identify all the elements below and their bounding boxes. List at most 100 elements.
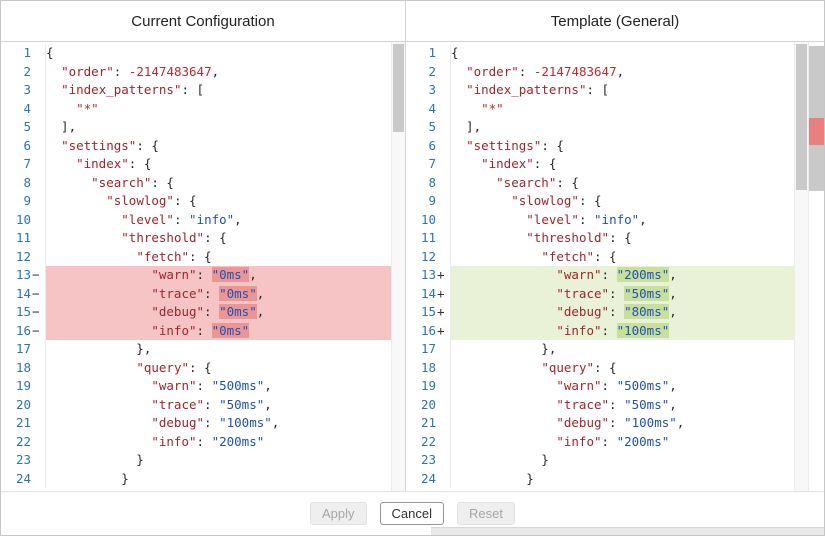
line-number: 6 — [428, 137, 436, 153]
line-number: 4 — [23, 100, 31, 116]
code-text: }, — [451, 341, 557, 356]
line-number: 9 — [428, 193, 436, 208]
apply-button[interactable]: Apply — [310, 502, 367, 525]
code-text: "trace": "50ms", — [556, 396, 677, 412]
line-number: 23 — [15, 452, 31, 467]
code-line: 20 "trace": "50ms", — [1, 395, 391, 414]
line-number: 3 — [23, 82, 31, 97]
code-text: "search": { — [91, 174, 174, 190]
line-number: 17 — [420, 341, 436, 356]
code-text: "trace": "50ms", — [451, 284, 794, 303]
diff-marker — [31, 377, 46, 396]
left-editor-scrollbar[interactable] — [391, 42, 405, 491]
code-line: 9 "slowlog": { — [406, 192, 794, 211]
code-text: "settings": { — [466, 137, 564, 153]
right-editor[interactable]: 1{2 "order": -2147483647,3 "index_patter… — [406, 42, 824, 491]
diff-marker: − — [31, 284, 46, 303]
code-text: "trace": "50ms", — [151, 396, 272, 412]
line-number: 11 — [420, 230, 436, 245]
line-number: 18 — [420, 359, 436, 375]
code-text: "*" — [481, 100, 504, 116]
code-text: ], — [451, 119, 482, 134]
page-horizontal-scrollbar[interactable] — [431, 527, 824, 535]
diff-marker — [436, 81, 451, 100]
code-text: "info": "200ms" — [151, 433, 265, 449]
line-number: 3 — [428, 82, 436, 97]
code-line: 2 "order": -2147483647, — [406, 62, 794, 81]
code-text: } — [451, 452, 549, 467]
diff-marker — [31, 229, 46, 248]
cancel-button[interactable]: Cancel — [379, 502, 445, 525]
code-line: 17 }, — [1, 340, 391, 359]
code-text: "debug": "80ms", — [451, 303, 794, 322]
code-text: "index_patterns": [ — [466, 82, 610, 97]
code-line: 23 } — [1, 451, 391, 470]
diff-marker — [31, 192, 46, 211]
diff-marker: + — [436, 321, 451, 340]
line-number: 21 — [15, 415, 31, 430]
code-line: 6 "settings": { — [406, 136, 794, 155]
diff-marker — [436, 44, 451, 63]
line-number: 22 — [15, 433, 31, 449]
diff-marker — [31, 173, 46, 192]
line-number: 8 — [23, 174, 31, 190]
left-editor-lines: 1{2 "order": -2147483647,3 "index_patter… — [1, 44, 391, 488]
diff-marker — [436, 247, 451, 266]
line-number: 13 — [420, 267, 436, 282]
ruler-diff-mark — [809, 118, 824, 145]
diff-marker — [31, 155, 46, 174]
code-text: "fetch": { — [136, 248, 212, 264]
code-line: 19 "warn": "500ms", — [406, 377, 794, 396]
diff-marker — [31, 62, 46, 81]
left-panel-title: Current Configuration — [131, 12, 275, 30]
line-number: 10 — [420, 211, 436, 227]
line-number: 14 — [420, 285, 436, 301]
code-text: "settings": { — [61, 137, 159, 153]
code-line: 1{ — [1, 44, 391, 63]
code-line: 24 } — [406, 469, 794, 488]
code-line: 13− "warn": "0ms", — [1, 266, 391, 285]
code-line: 15− "debug": "0ms", — [1, 303, 391, 322]
code-text: ], — [46, 119, 77, 134]
diff-marker — [436, 358, 451, 377]
code-text: "debug": "100ms", — [556, 415, 685, 430]
line-number: 11 — [15, 230, 31, 245]
code-text: "trace": "0ms", — [46, 284, 391, 303]
line-number: 19 — [15, 378, 31, 393]
diff-marker — [436, 451, 451, 470]
code-text: "warn": "200ms", — [451, 266, 794, 285]
diff-marker: + — [436, 303, 451, 322]
line-number: 24 — [420, 470, 436, 486]
diff-marker: − — [31, 303, 46, 322]
code-line: 17 }, — [406, 340, 794, 359]
code-line: 3 "index_patterns": [ — [1, 81, 391, 100]
code-line: 5 ], — [1, 118, 391, 137]
line-number: 12 — [420, 248, 436, 264]
right-editor-lines: 1{2 "order": -2147483647,3 "index_patter… — [406, 44, 794, 488]
line-number: 17 — [15, 341, 31, 356]
line-number: 23 — [420, 452, 436, 467]
line-number: 2 — [23, 63, 31, 79]
line-number: 16 — [420, 322, 436, 338]
code-line: 10 "level": "info", — [1, 210, 391, 229]
code-line: 21 "debug": "100ms", — [406, 414, 794, 433]
left-editor[interactable]: 1{2 "order": -2147483647,3 "index_patter… — [1, 42, 406, 491]
code-text: "search": { — [496, 174, 579, 190]
code-line: 13+ "warn": "200ms", — [406, 266, 794, 285]
diff-marker — [31, 99, 46, 118]
right-editor-scrollbar[interactable] — [794, 42, 808, 491]
left-editor-scrollbar-thumb[interactable] — [393, 44, 404, 132]
right-editor-scrollbar-thumb[interactable] — [796, 44, 807, 190]
reset-button[interactable]: Reset — [457, 502, 515, 525]
diff-marker — [436, 340, 451, 359]
code-line: 7 "index": { — [406, 155, 794, 174]
code-text: "fetch": { — [541, 248, 617, 264]
code-line: 16+ "info": "100ms" — [406, 321, 794, 340]
code-line: 16− "info": "0ms" — [1, 321, 391, 340]
code-text: "query": { — [541, 359, 617, 375]
line-number: 15 — [15, 304, 31, 319]
code-text: "warn": "0ms", — [46, 266, 391, 285]
code-line: 5 ], — [406, 118, 794, 137]
line-number: 8 — [428, 174, 436, 190]
diff-overview-ruler[interactable] — [808, 42, 824, 491]
